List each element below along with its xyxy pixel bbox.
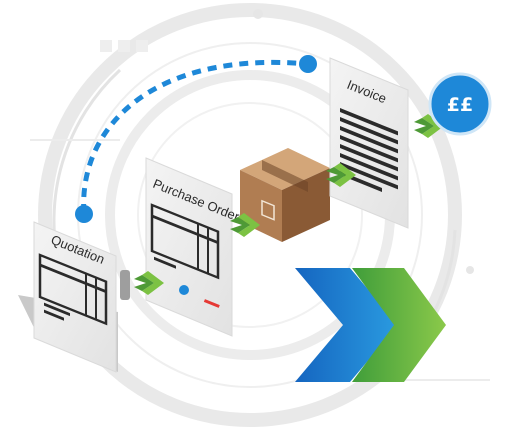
- arrow-icon: [414, 114, 444, 138]
- connector-node-start: [75, 205, 93, 223]
- invoice-document: Invoice: [329, 57, 409, 229]
- currency-badge-label: ££: [447, 94, 473, 116]
- purchase-order-document: Purchase Order: [145, 157, 242, 337]
- dashed-connector: [75, 55, 317, 223]
- currency-badge: ££: [428, 72, 492, 136]
- arrow-icon: [134, 271, 164, 295]
- flow-arrows: [134, 114, 444, 295]
- purchase-order-table: [150, 203, 220, 280]
- package-box-icon: [240, 148, 330, 242]
- purchase-order-signature-line: [203, 299, 220, 308]
- chevron-arrows-icon: [295, 268, 446, 382]
- arrow-icon: [326, 163, 356, 187]
- connector-node-end: [299, 55, 317, 73]
- purchase-order-stamp: [179, 285, 189, 295]
- arrow-icon: [230, 213, 260, 237]
- quotation-table: [38, 253, 108, 326]
- decorative-squares: [100, 40, 148, 52]
- quotation-document: Quotation: [18, 221, 130, 373]
